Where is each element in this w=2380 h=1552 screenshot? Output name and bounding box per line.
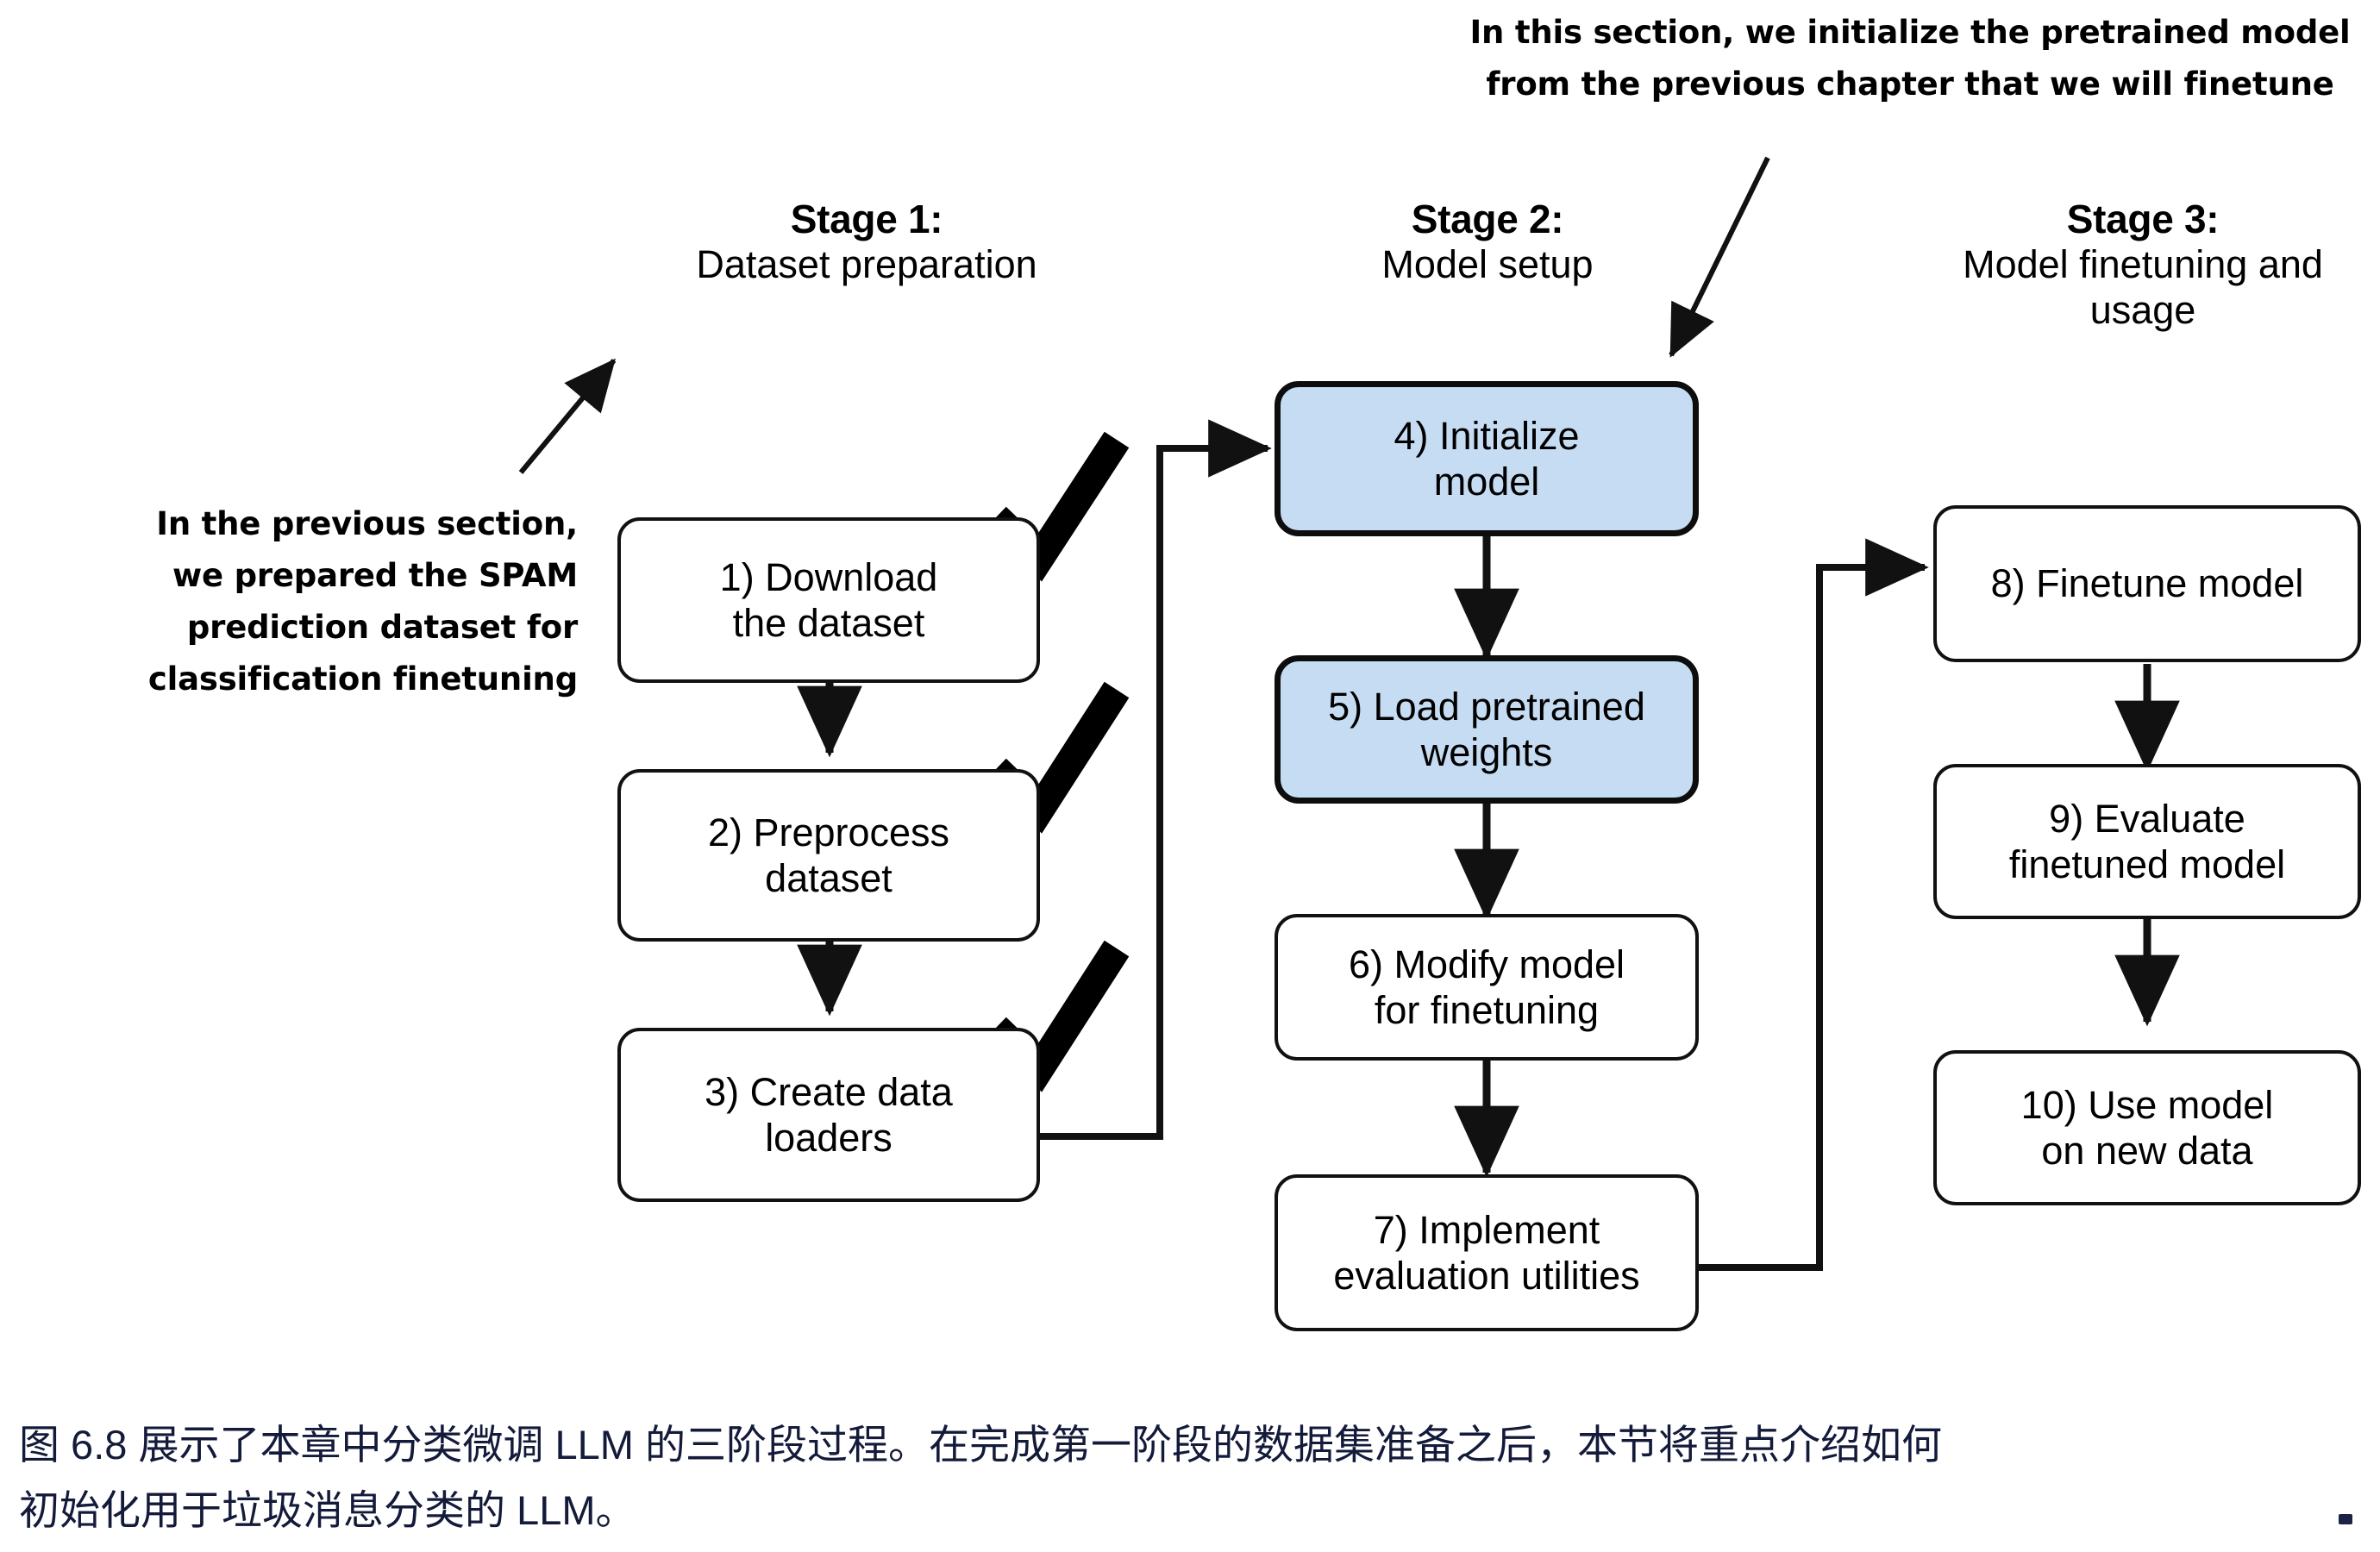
annotation-initialize-pretrained-model: In this section, we initialize the pretr… (1469, 14, 2351, 103)
annotation-previous-section: In the previous section, we prepared the… (147, 505, 578, 698)
annotation-arrow-left (518, 358, 617, 474)
step-box-9-evaluate-finetuned-model[interactable]: 9) Evaluate finetuned model (1933, 764, 2361, 919)
step-box-6-modify-model-for-finetuning[interactable]: 6) Modify model for finetuning (1275, 914, 1699, 1061)
stage-3-title: Stage 3: (2066, 197, 2220, 241)
connector-stage2-to-stage3 (1699, 538, 1929, 1271)
stage-1-header: Stage 1: Dataset preparation (604, 197, 1130, 288)
step-box-1-download-the-dataset[interactable]: 1) Download the dataset (617, 517, 1040, 683)
cursor-artifact (2339, 1514, 2352, 1524)
stage-1-subtitle: Dataset preparation (696, 242, 1037, 287)
step-box-2-preprocess-dataset[interactable]: 2) Preprocess dataset (617, 769, 1040, 942)
stage-2-title: Stage 2: (1411, 197, 1564, 241)
step-box-4-initialize-model[interactable]: 4) Initialize model (1275, 381, 1699, 536)
stage-2-subtitle: Model setup (1381, 242, 1594, 287)
step-box-7-implement-evaluation-utilities[interactable]: 7) Implement evaluation utilities (1275, 1174, 1699, 1331)
step-box-3-create-data-loaders[interactable]: 3) Create data loaders (617, 1028, 1040, 1202)
stage-3-subtitle: Model finetuning and usage (1963, 242, 2323, 332)
stage-2-header: Stage 2: Model setup (1242, 197, 1733, 288)
connector-stage1-to-stage2 (1039, 419, 1272, 1140)
step-box-8-finetune-model[interactable]: 8) Finetune model (1933, 505, 2361, 662)
stage-3-header: Stage 3: Model finetuning and usage (1906, 197, 2380, 333)
stage-1-title: Stage 1: (790, 197, 943, 241)
step-box-10-use-model-on-new-data[interactable]: 10) Use model on new data (1933, 1050, 2361, 1205)
figure-caption: 图 6.8 展示了本章中分类微调 LLM 的三阶段过程。在完成第一阶段的数据集准… (19, 1422, 1942, 1534)
step-box-5-load-pretrained-weights[interactable]: 5) Load pretrained weights (1275, 655, 1699, 804)
